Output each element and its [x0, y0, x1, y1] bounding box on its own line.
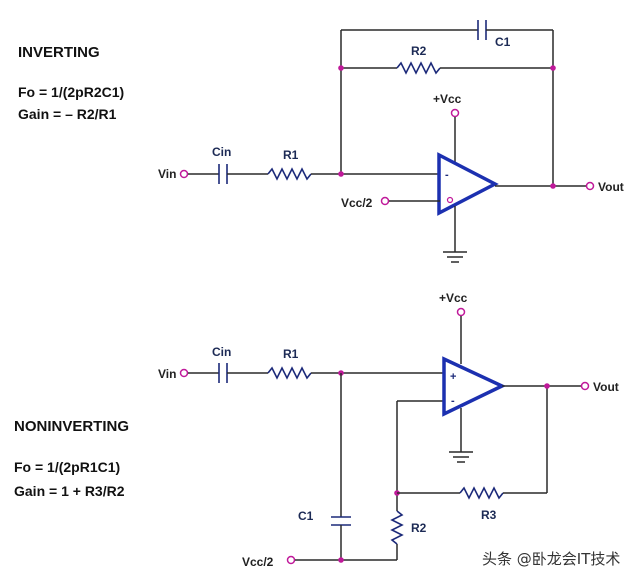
- junction-dot: [550, 183, 556, 189]
- noninverting-vcchalf-label: Vcc/2: [242, 555, 274, 569]
- junction-dot: [338, 65, 344, 71]
- noninverting-vout-label: Vout: [593, 380, 619, 394]
- noninverting-cin-capacitor: [218, 363, 228, 383]
- noninverting-title: NONINVERTING: [14, 418, 129, 435]
- inverting-ground-icon: [443, 251, 467, 263]
- junction-dot: [338, 171, 344, 177]
- noninverting-fo-formula: Fo = 1/(2pR1C1): [14, 459, 120, 475]
- junction-dot: [544, 383, 550, 389]
- inverting-vout-label: Vout: [598, 180, 624, 194]
- inverting-c1-capacitor: [477, 20, 487, 40]
- inverting-vin-label: Vin: [158, 167, 176, 181]
- inverting-vcc-terminal: [450, 108, 460, 118]
- noninverting-vout-terminal: [580, 381, 590, 391]
- noninverting-r3-label: R3: [481, 508, 497, 522]
- noninverting-circuit: NONINVERTING Fo = 1/(2pR1C1) Gain = 1 + …: [14, 291, 619, 569]
- inverting-cin-capacitor: [218, 164, 228, 184]
- noninverting-c1-label: C1: [298, 509, 314, 523]
- noninverting-cin-label: Cin: [212, 345, 231, 359]
- inverting-r2-resistor: [396, 61, 441, 75]
- inverting-vcchalf-label: Vcc/2: [341, 196, 373, 210]
- noninverting-opamp: [442, 356, 507, 417]
- inverting-vout-terminal: [585, 181, 595, 191]
- noninverting-c1-capacitor: [331, 516, 351, 526]
- inverting-vcc-label: +Vcc: [433, 92, 462, 106]
- noninverting-vcc-label: +Vcc: [439, 291, 468, 305]
- noninverting-r1-label: R1: [283, 347, 299, 361]
- inverting-c1-label: C1: [495, 35, 511, 49]
- inverting-cin-label: Cin: [212, 145, 231, 159]
- junction-dot: [550, 65, 556, 71]
- minus-sign: -: [445, 169, 449, 181]
- inverting-r1-label: R1: [283, 148, 299, 162]
- noninverting-vcchalf-terminal: [286, 555, 296, 565]
- noninverting-r1-resistor: [267, 366, 312, 380]
- noninverting-r2-label: R2: [411, 521, 427, 535]
- noninverting-gain-formula: Gain = 1 + R3/R2: [14, 483, 125, 499]
- noninverting-vcc-terminal: [456, 307, 466, 317]
- minus-sign: -: [451, 395, 455, 407]
- watermark-text: 头条 @卧龙会IT技术: [482, 550, 620, 568]
- plus-sign: +: [450, 371, 456, 383]
- inverting-fo-formula: Fo = 1/(2pR2C1): [18, 84, 124, 100]
- noninverting-vin-terminal: [179, 368, 189, 378]
- plus-input-pin: [446, 196, 454, 204]
- noninverting-r3-resistor: [459, 486, 504, 500]
- inverting-vcchalf-terminal: [380, 196, 390, 206]
- noninverting-r2-resistor: [390, 510, 404, 545]
- inverting-title: INVERTING: [18, 44, 100, 61]
- junction-dot: [338, 557, 344, 563]
- inverting-r1-resistor: [267, 167, 312, 181]
- inverting-gain-formula: Gain = – R2/R1: [18, 106, 117, 122]
- inverting-vin-terminal: [179, 169, 189, 179]
- inverting-r2-label: R2: [411, 44, 427, 58]
- noninverting-vin-label: Vin: [158, 367, 176, 381]
- inverting-circuit: INVERTING Fo = 1/(2pR2C1) Gain = – R2/R1…: [18, 20, 624, 263]
- noninverting-ground-icon: [449, 451, 473, 463]
- inverting-opamp: [437, 152, 499, 216]
